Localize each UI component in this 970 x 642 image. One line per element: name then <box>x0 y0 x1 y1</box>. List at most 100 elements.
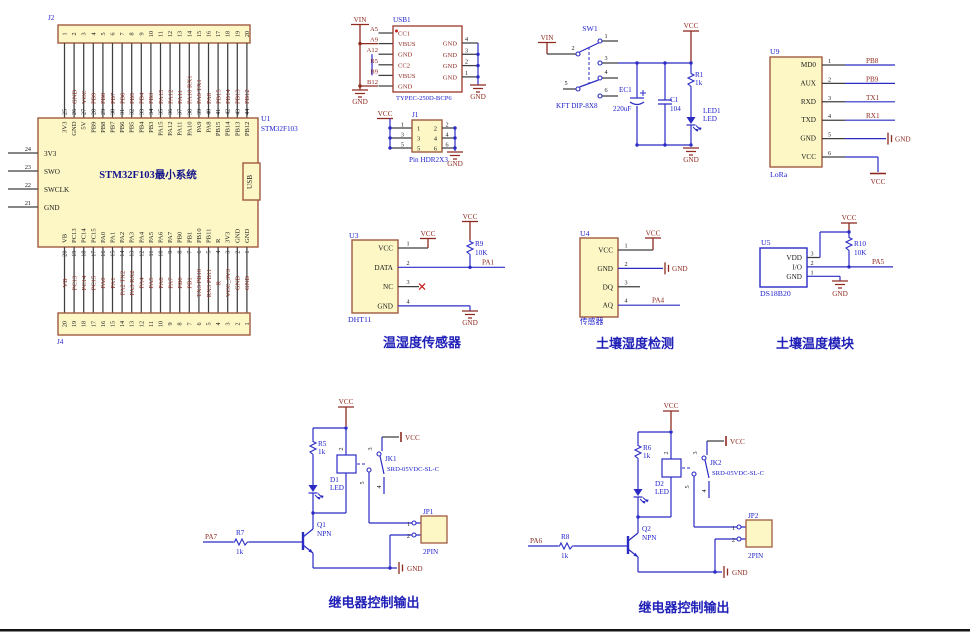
u1-top-pin-name-7: PB5 <box>129 121 136 133</box>
r10-value: 10K <box>854 249 867 257</box>
u1-top-pin-name-5: PB7 <box>110 121 117 133</box>
u1-top-pin-name-3: PB9 <box>90 121 97 133</box>
j4-pin-number-17: 3 <box>225 322 232 325</box>
u4-pin-number-3: 4 <box>624 298 627 305</box>
j4-pin-number-19: 1 <box>244 322 251 325</box>
r9-value: 10K <box>475 249 488 257</box>
jk2-part: SRD-05VDC-SL-C <box>712 470 765 477</box>
usb-pad-label-1: A9 <box>370 37 379 44</box>
j2-pin-number-4: 5 <box>100 32 107 35</box>
j4-net-label-9: PA5 <box>148 277 155 289</box>
u1-bottom-pin-name-15: PB11 <box>206 229 213 243</box>
u4-net-label: PA4 <box>652 297 665 305</box>
u1-top-pin-number-14: 39 <box>196 109 203 115</box>
u5-gnd-label: GND <box>832 290 848 298</box>
u3-refdes: U3 <box>349 231 359 240</box>
j2-pin-number-18: 19 <box>234 31 241 37</box>
u1-bottom-pin-name-14: PB10 <box>196 228 203 243</box>
sw1-pin-2: 2 <box>571 45 574 52</box>
j1-vcc-label: VCC <box>378 110 393 118</box>
j1-right-stubs <box>442 127 455 149</box>
j4-net-label-8: PA4 <box>139 277 146 289</box>
u9-pin-name-5: VCC <box>801 153 816 161</box>
u1-top-pin-name-15: PA8 <box>206 121 213 133</box>
u1-j4-wires <box>63 247 248 313</box>
u9-pin-number-2: 3 <box>828 95 831 102</box>
u4-pin-number-2: 3 <box>624 279 627 286</box>
sw1-part: KFT DIP-8X8 <box>556 102 598 110</box>
jp1-pin2: 2 <box>407 533 410 540</box>
relay1-gnd-label: GND <box>407 565 423 573</box>
u1-top-pin-name-10: PA15 <box>158 121 165 136</box>
u5-pin-number-0: 3 <box>810 251 813 258</box>
j4-pin-number-16: 4 <box>215 322 222 325</box>
c1-value: 104 <box>670 105 681 113</box>
led1-value: LED <box>703 115 717 123</box>
j4-pin-number-1: 19 <box>71 321 78 327</box>
relay2-gnd-label: GND <box>732 569 748 577</box>
u1-title: STM32F103最小系统 <box>99 168 197 181</box>
u3-pin-number-3: 4 <box>406 298 409 305</box>
u1-top-pin-number-4: 29 <box>100 109 107 115</box>
r7-value: 1k <box>236 548 244 556</box>
u1-top-pin-number-1: 26 <box>71 109 78 115</box>
jk2-refdes: JK2 <box>710 459 722 467</box>
j4-pin-number-3: 17 <box>90 321 97 327</box>
j2-connector <box>57 24 251 44</box>
relay2-input-net: PA6 <box>530 537 543 545</box>
j4-pin-number-7: 13 <box>129 321 136 327</box>
u9-gnd-label: GND <box>895 136 911 144</box>
j2-net-label-7: PB5 <box>129 92 136 104</box>
usb-left-pin-name-3: CC2 <box>398 62 410 69</box>
u9-pin-name-1: AUX <box>800 79 816 87</box>
u1-top-pin-name-8: PB4 <box>138 121 145 133</box>
j1-gnd-label: GND <box>447 160 463 168</box>
u1-bottom-pin-name-13: PB1 <box>186 232 193 243</box>
u1-top-pin-name-0: 3V3 <box>62 121 69 133</box>
u9-pin-name-4: GND <box>800 135 816 143</box>
j2-net-label-16: PB15 <box>215 89 222 104</box>
jp2-pin2: 2 <box>732 537 735 544</box>
j4-net-label-13: PB1 <box>187 277 194 288</box>
u9-vcc-label: VCC <box>871 178 886 186</box>
jk2-sw-pin-left: 5 <box>684 485 691 488</box>
j4-pin-number-8: 12 <box>138 321 145 327</box>
usb-left-pin-name-5: GND <box>398 84 413 91</box>
relay2-section: VCC VCC R6 1k D2 LED 2 3 5 4 JK2 SRD-05V… <box>530 402 765 615</box>
j2-pin-number-15: 16 <box>206 31 213 37</box>
jk1-part: SRD-05VDC-SL-C <box>387 466 440 473</box>
u9-pin-number-5: 6 <box>828 150 831 157</box>
u9-pin-number-0: 1 <box>828 58 831 65</box>
relay2-title: 继电器控制输出 <box>638 600 729 615</box>
u1-top-pin-number-18: 43 <box>234 109 241 115</box>
u5-pin-name-1: I/O <box>792 263 802 271</box>
u1-bottom-pin-name-11: PA7 <box>167 231 174 243</box>
j1-inside-left-number-1: 3 <box>417 136 421 143</box>
u1-bottom-pin-name-1: PC13 <box>71 228 78 243</box>
jk1-refdes: JK1 <box>385 455 397 463</box>
usb-right-pin-number-3: 1 <box>465 70 468 77</box>
j2-pin-number-7: 8 <box>129 32 136 35</box>
u5-vcc-label: VCC <box>842 214 857 222</box>
u1-left-pin-number-1: 23 <box>25 164 31 171</box>
j2-net-label-2: VCC <box>81 90 88 104</box>
q1-refdes: Q1 <box>317 521 326 529</box>
j4-net-label-18: GND <box>235 276 242 291</box>
u1-top-pin-number-11: 36 <box>167 109 174 115</box>
usb-right-pin-number-2: 2 <box>465 59 468 66</box>
ec1-value: 220uF <box>613 105 631 113</box>
j4-net-label-1: PC13 <box>71 275 78 290</box>
u1-top-pin-name-9: PB3 <box>148 121 155 133</box>
u1-bottom-pin-name-3: PC15 <box>90 228 97 243</box>
j4-pin-number-15: 5 <box>206 322 213 325</box>
d2-refdes: D2 <box>655 480 664 488</box>
j4-pin-number-12: 8 <box>177 322 184 325</box>
